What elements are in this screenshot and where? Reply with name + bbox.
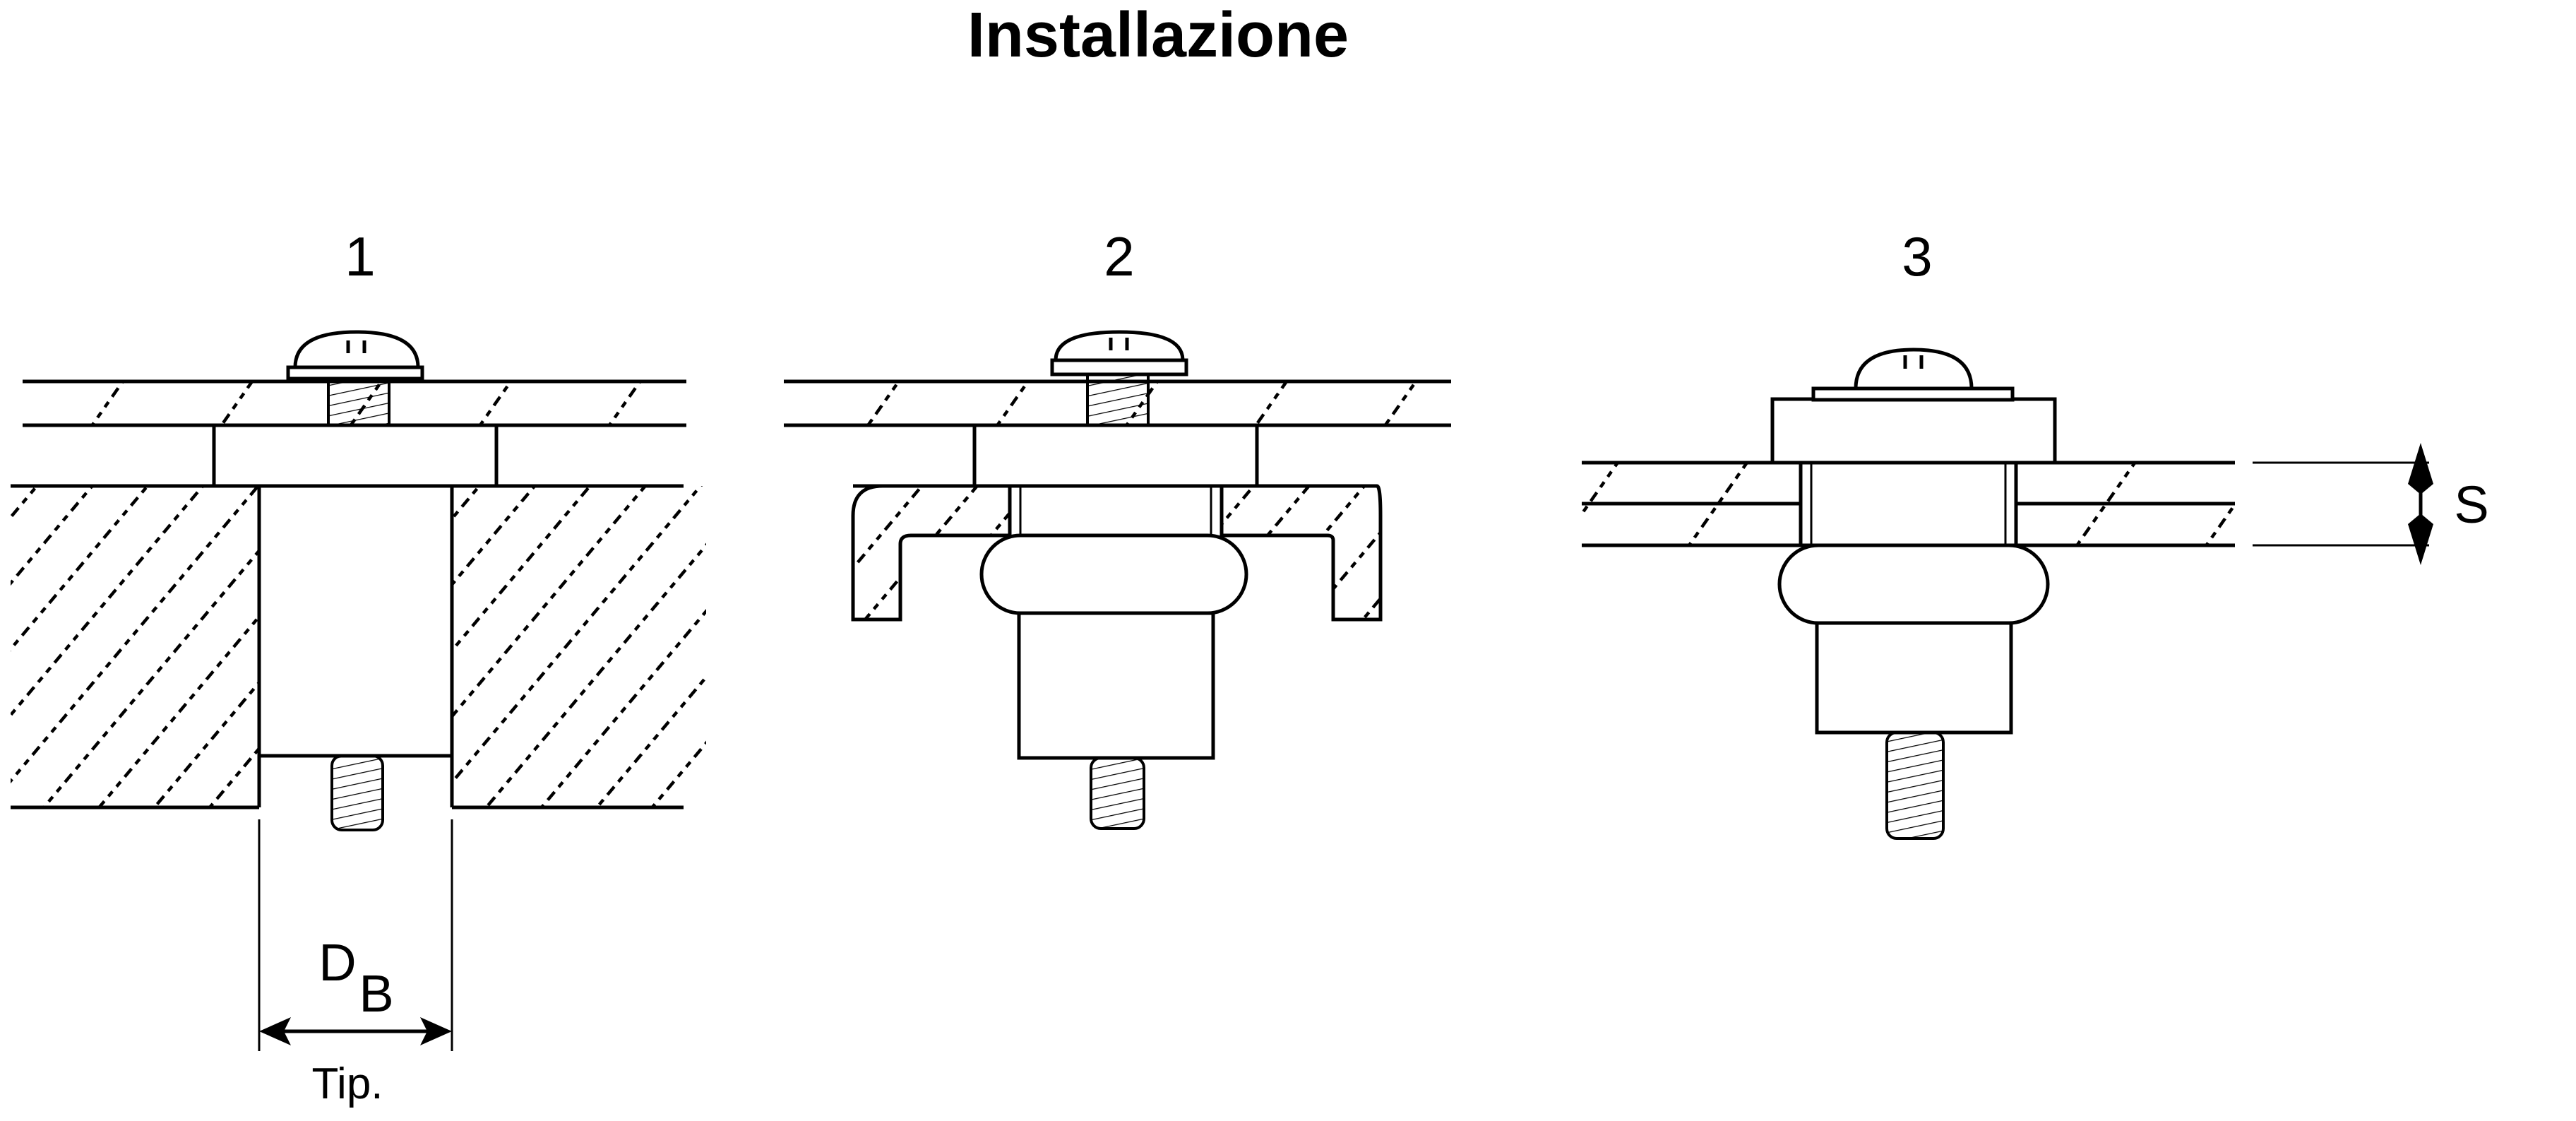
arrow-left-icon <box>259 1017 291 1045</box>
arrow-up-outer-icon <box>2408 443 2433 494</box>
expanded-collar <box>1777 543 2050 625</box>
page-title: Installazione <box>967 0 1349 71</box>
spacer-flange <box>972 423 1259 488</box>
arrow-right-icon <box>420 1017 452 1045</box>
spacer-body <box>257 484 454 758</box>
expanded-collar <box>979 533 1248 615</box>
typical-label: Tip. <box>311 1060 383 1108</box>
screw-head <box>1854 348 1974 391</box>
arrow-down-outer-icon <box>2408 514 2433 565</box>
spacer-flange <box>212 423 499 488</box>
diameter-subscript: B <box>359 964 393 1023</box>
step-2-label: 2 <box>1104 225 1134 287</box>
threaded-stud <box>330 754 384 831</box>
base-material-right <box>452 486 706 807</box>
screw-shank <box>327 373 390 427</box>
bracket <box>851 484 1383 622</box>
step-3-drawing: S <box>1582 348 2489 840</box>
screw-head <box>293 330 420 369</box>
thickness-label: S <box>2454 475 2488 534</box>
screw-head <box>1054 330 1185 362</box>
step-2-drawing <box>784 330 1451 830</box>
threaded-stud <box>1885 731 1945 840</box>
threaded-stud <box>1090 757 1145 830</box>
step-1-drawing: D B Tip. <box>11 330 706 1108</box>
screw-shank <box>1086 373 1150 427</box>
spacer-body <box>1017 611 1215 760</box>
spacer-neck <box>1008 484 1224 541</box>
spacer-body <box>1815 621 2013 735</box>
step-3-label: 3 <box>1902 225 1932 287</box>
diameter-label: D <box>318 933 356 992</box>
spacer-flange <box>1770 397 2057 465</box>
step-1-label: 1 <box>345 225 375 287</box>
base-material-left <box>11 486 258 807</box>
spacer-neck <box>1799 461 2018 547</box>
washer <box>1050 358 1188 376</box>
